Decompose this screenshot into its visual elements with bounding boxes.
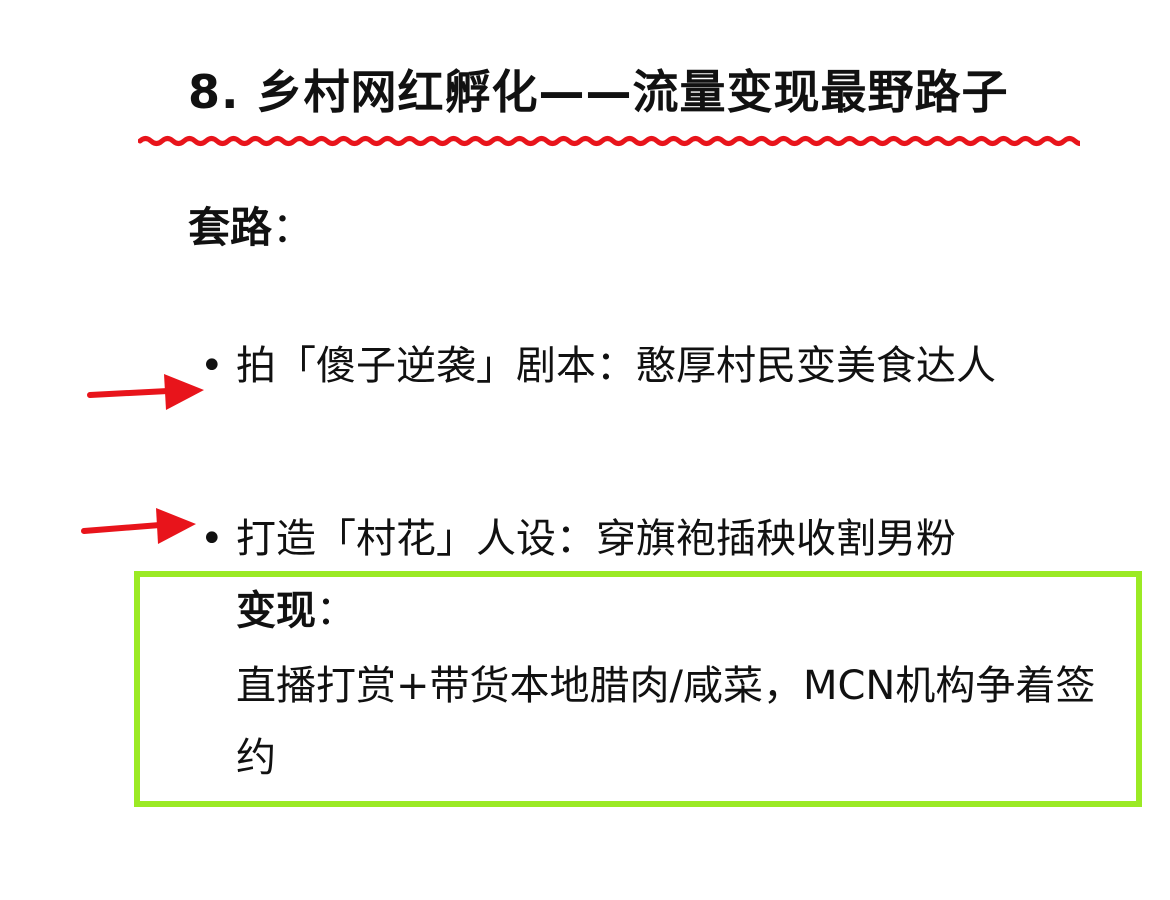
red-arrow-right-icon xyxy=(81,508,196,544)
list-item: • 打造「村花」人设：穿旗袍插秧收割男粉 xyxy=(200,502,1130,576)
routine-colon: ： xyxy=(272,203,315,252)
bullet-dot: • xyxy=(200,343,224,389)
page-title: 8. 乡村网红孵化——流量变现最野路子 xyxy=(188,65,1009,119)
monetization-text: 直播打赏+带货本地腊肉/咸菜，MCN机构争着签约 xyxy=(236,663,1096,781)
monetization-label: 变现 xyxy=(236,588,316,634)
monetization-box xyxy=(134,571,1142,807)
list-item: • 拍「傻子逆袭」剧本：憨厚村民变美食达人 xyxy=(200,329,1130,403)
routine-item-text: 拍「傻子逆袭」剧本：憨厚村民变美食达人 xyxy=(236,343,996,389)
red-wavy-underline xyxy=(138,136,1080,146)
routine-heading: 套路： xyxy=(188,200,314,256)
monetization-colon: ： xyxy=(316,588,356,634)
monetization-heading: 变现： xyxy=(236,583,356,639)
routine-label: 套路 xyxy=(188,203,273,252)
routine-item-text: 打造「村花」人设：穿旗袍插秧收割男粉 xyxy=(236,516,956,562)
red-arrow-right-icon xyxy=(87,374,204,410)
bullet-dot: • xyxy=(200,516,224,562)
